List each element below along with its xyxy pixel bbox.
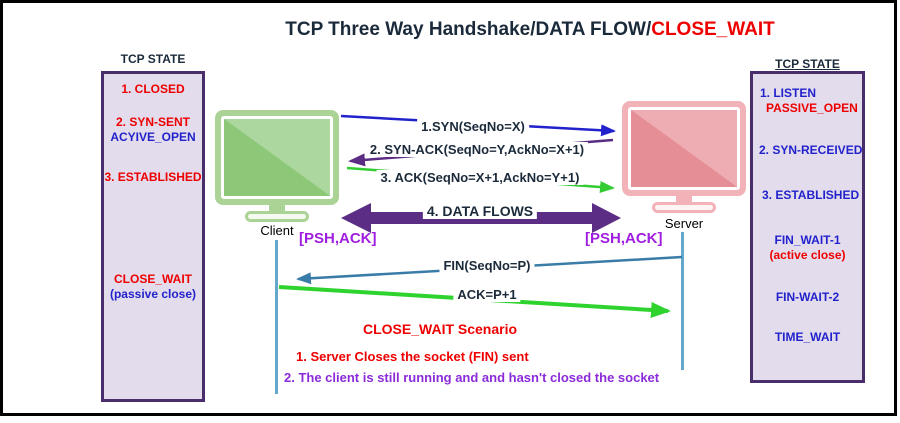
left-state-panel: 1. CLOSED 2. SYN-SENT ACYIVE_OPEN 3. EST… (101, 71, 205, 402)
client-monitor-bezel (221, 116, 333, 199)
psh-ack-right-label: [PSH,ACK] (585, 230, 663, 247)
state-active-close: (active close) (769, 248, 846, 262)
page-title: TCP Three Way Handshake/DATA FLOW/CLOSE_… (250, 19, 810, 41)
server-monitor-icon (622, 101, 746, 196)
server-monitor-screen (631, 110, 737, 187)
client-lifeline (275, 240, 278, 394)
server-monitor-bezel (628, 107, 740, 190)
title-main: TCP Three Way Handshake/DATA FLOW/ (285, 19, 652, 40)
state-fin-wait-1: FIN_WAIT-1 (774, 233, 841, 247)
server-monitor-stand (676, 195, 692, 203)
fin-ack-label: ACK=P+1 (453, 287, 521, 302)
state-syn-sent: 2. SYN-SENT (115, 115, 190, 129)
client-monitor-screen (224, 119, 330, 196)
syn-label: 1.SYN(SeqNo=X) (417, 119, 529, 134)
scenario-heading: CLOSE_WAIT Scenario (363, 321, 518, 337)
client-monitor-stand (269, 204, 285, 212)
right-state-panel: 1. LISTEN PASSIVE_OPEN 2. SYN-RECEIVED 3… (750, 71, 865, 383)
state-time-wait: TIME_WAIT (774, 330, 841, 344)
left-panel-header: TCP STATE (120, 52, 186, 66)
fin-label: FIN(SeqNo=P) (439, 258, 535, 273)
server-monitor-base (652, 202, 716, 213)
server-lifeline (681, 232, 684, 370)
scenario-line1: 1. Server Closes the socket (FIN) sent (296, 349, 529, 364)
title-highlight: CLOSE_WAIT (651, 19, 775, 40)
state-established-l: 3. ESTABLISHED (104, 170, 202, 184)
state-passive-close: (passive close) (109, 287, 197, 301)
state-syn-received: 2. SYN-RECEIVED (759, 143, 863, 157)
scenario-line2: 2. The client is still running and and h… (284, 370, 660, 385)
state-active-open: ACYIVE_OPEN (110, 130, 196, 144)
state-established-r: 3. ESTABLISHED (762, 188, 860, 202)
client-monitor-icon (215, 110, 339, 205)
state-listen: 1. LISTEN (760, 86, 817, 100)
state-passive-open: PASSIVE_OPEN (766, 101, 858, 115)
client-monitor-base (245, 211, 309, 222)
client-label: Client (260, 223, 294, 238)
syn-ack-label: 2. SYN-ACK(SeqNo=Y,AckNo=X+1) (365, 142, 589, 157)
right-panel-header: TCP STATE (775, 57, 840, 71)
data-flows-label: 4. DATA FLOWS (422, 203, 538, 219)
server-label: Server (664, 216, 704, 231)
psh-ack-left-label: [PSH,ACK] (299, 230, 377, 247)
state-close-wait: CLOSE_WAIT (113, 272, 192, 286)
state-fin-wait-2: FIN-WAIT-2 (775, 290, 840, 304)
ack-label: 3. ACK(SeqNo=X+1,AckNo=Y+1) (376, 170, 584, 185)
state-closed: 1. CLOSED (121, 82, 185, 96)
